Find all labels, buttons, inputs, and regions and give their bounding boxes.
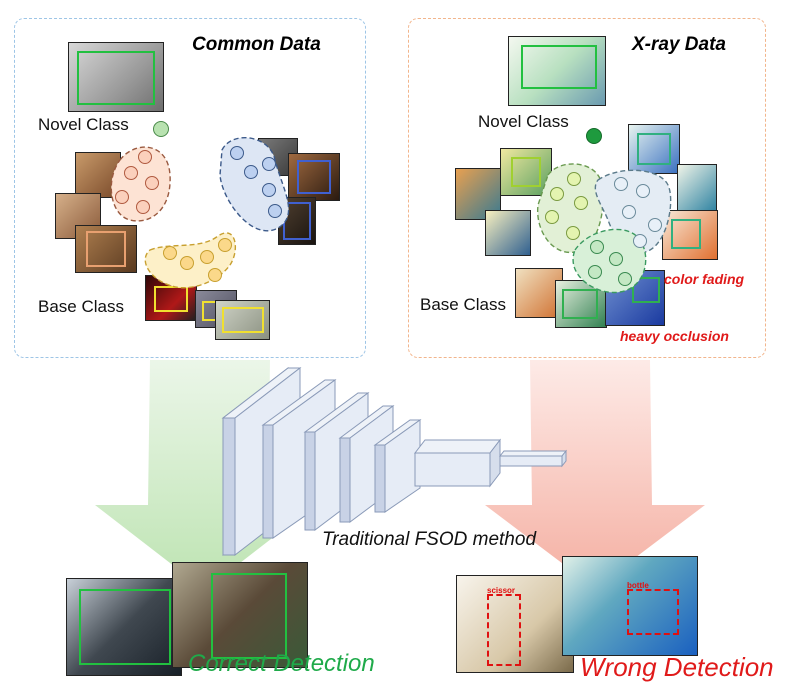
fc-layer-1 [413,439,502,454]
dog-cluster-point [115,190,129,204]
common-data-title: Common Data [192,34,321,55]
xray-photo-3 [485,210,531,256]
fc-layer-2 [498,450,568,457]
dog-cluster-point [136,200,150,214]
common-novel-class-label: Novel Class [38,115,129,134]
conv-layer-1-face [222,417,236,556]
car-cluster-point [180,256,194,270]
dog-cluster-point [138,150,152,164]
xray-cluster-point [590,240,604,254]
car-cluster-point [163,246,177,260]
wrong-detection-label: Wrong Detection [580,652,774,682]
cat-cluster-point [268,204,282,218]
xray-cluster-point [566,226,580,240]
xray-data-title: X-ray Data [632,34,726,55]
xray-cluster-point [609,252,623,266]
dog-cluster-point [145,176,159,190]
xray-cluster-point [618,272,632,286]
xray-photo-6 [662,210,718,260]
xray-cluster-point [614,177,628,191]
xray-cluster-point [545,210,559,224]
novel-horse-photo [68,42,164,112]
dog-photo-3 [75,225,137,273]
xray-novel-photo [508,36,606,106]
common-base-class-label: Base Class [38,297,124,316]
xray-cluster-point [633,234,647,248]
xray-novel-class-label: Novel Class [478,112,569,131]
cat-cluster-point [262,183,276,197]
xray-cluster-point [550,187,564,201]
wrong-tag-2: bottle [627,581,649,590]
xray-data-panel [408,18,766,358]
cat-cluster-point [244,165,258,179]
correct-detection-label: Correct Detection [188,650,375,677]
network-label: Traditional FSOD method [322,529,537,550]
cat-cluster-point [230,146,244,160]
color-fading-note: color fading [664,271,745,287]
xray-base-class-label: Base Class [420,295,506,314]
xray-novel-class-point [586,128,602,144]
xray-cluster-point [574,196,588,210]
correct-result-photo-2 [172,562,308,668]
car-cluster-point [218,238,232,252]
xray-photo-5 [677,164,717,214]
wrong-result-photo-1: scissor [456,575,574,673]
xray-cluster-point [588,265,602,279]
wrong-tag-1: scissor [487,586,516,595]
car-cluster-point [208,268,222,282]
xray-cluster-point [636,184,650,198]
correct-result-photo-1 [66,578,182,676]
car-photo-3 [215,300,270,340]
red-arrow [485,360,705,588]
wrong-result-photo-2: bottle [562,556,698,656]
dog-cluster-point [124,166,138,180]
xray-cluster-point [622,205,636,219]
heavy-occlusion-note: heavy occlusion [620,328,729,344]
car-cluster-point [200,250,214,264]
common-data-panel [14,18,366,358]
xray-cluster-point [567,172,581,186]
cat-cluster-point [262,157,276,171]
xray-cluster-point [648,218,662,232]
novel-class-point [153,121,169,137]
